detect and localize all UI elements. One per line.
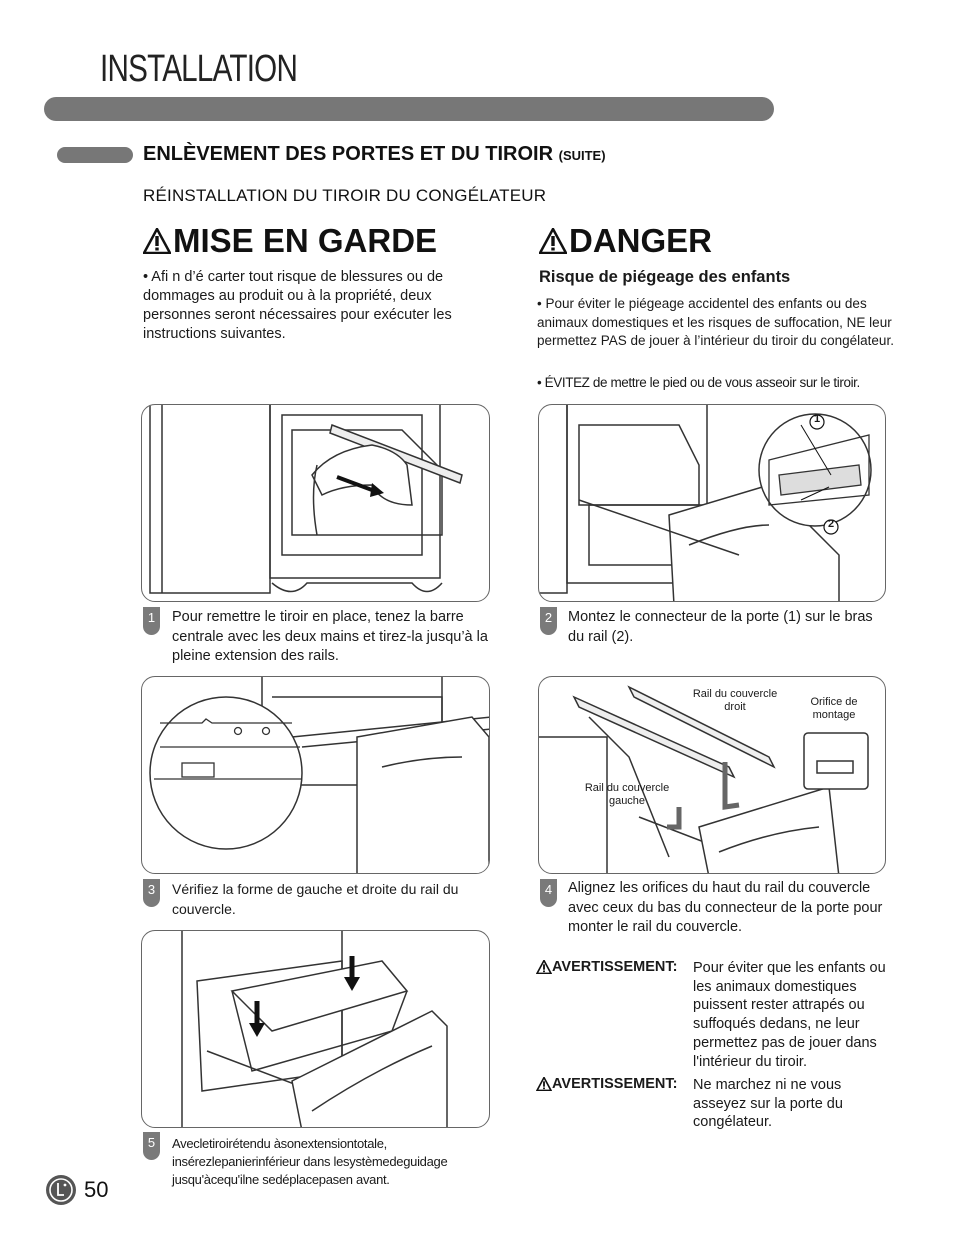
cover-rail-illustration — [539, 685, 869, 873]
warning-label-2: AVERTISSEMENT: — [536, 1076, 677, 1092]
danger-bullet-1: • Pour éviter le piégeage accidentel des… — [537, 296, 894, 348]
step-4-text: Alignez les orifices du haut du rail du … — [568, 880, 883, 935]
figure-step-1 — [141, 404, 490, 602]
danger-subheading: Risque de piégeage des enfants — [539, 268, 791, 286]
danger-heading-text: DANGER — [569, 222, 713, 259]
warning-icon — [539, 228, 567, 254]
label-mount-hole: Orifice de montage — [810, 696, 858, 721]
figure-step-2: 1 2 — [538, 404, 886, 602]
caution-heading: MISE EN GARDE — [143, 222, 437, 260]
step-4-number: 4 — [540, 879, 557, 907]
page-number: 50 — [84, 1177, 109, 1202]
figure-step-5 — [141, 930, 490, 1128]
page-title: INSTALLATION — [100, 48, 298, 90]
caution-bullet: • Afi n d’é carter tout risque de blessu… — [143, 269, 452, 342]
step-2-number: 2 — [540, 607, 557, 635]
warning-icon — [143, 228, 171, 254]
warning-label-1-text: AVERTISSEMENT: — [552, 959, 678, 975]
drawer-pull-illustration — [149, 405, 463, 594]
label-left-rail: Rail du couvercle gauche — [584, 782, 670, 807]
caution-heading-text: MISE EN GARDE — [173, 222, 438, 259]
callout-2: 2 — [827, 518, 835, 530]
warning-text-1: Pour éviter que les enfants ou les anima… — [693, 960, 886, 1070]
warning-label-1: AVERTISSEMENT: — [536, 959, 677, 975]
label-right-rail: Rail du couvercle droit — [692, 688, 778, 713]
step-1-number: 1 — [143, 607, 160, 635]
rail-shape-illustration — [149, 677, 489, 873]
section-title-text: ENLÈVEMENT DES PORTES ET DU TIROIR — [143, 143, 554, 165]
step-2-text: Montez le connecteur de la porte (1) sur… — [568, 609, 873, 645]
step-5-number: 5 — [143, 1132, 160, 1160]
header-bar — [44, 97, 774, 121]
step-3-number: 3 — [143, 879, 160, 907]
warning-label-2-text: AVERTISSEMENT: — [552, 1076, 678, 1092]
basket-insertion-illustration — [181, 931, 448, 1127]
step-3-text: Vérifiez la forme de gauche et droite du… — [172, 881, 459, 917]
figure-step-4: Rail du couvercle droit Orifice de monta… — [538, 676, 886, 874]
section-title: ENLÈVEMENT DES PORTES ET DU TIROIR (SUIT… — [143, 143, 606, 166]
subsection-title: RÉINSTALLATION DU TIROIR DU CONGÉLATEUR — [143, 186, 547, 205]
door-connector-illustration — [539, 405, 872, 601]
warning-text-2: Ne marchez ni ne vous asseyez sur la por… — [693, 1077, 843, 1131]
figure-step-3 — [141, 676, 490, 874]
step-1-text: Pour remettre le tiroir en place, tenez … — [172, 609, 488, 664]
lg-logo-icon — [46, 1175, 76, 1205]
danger-bullet-2: • ÉVITEZ de mettre le pied ou de vous as… — [537, 375, 860, 390]
warning-icon — [536, 960, 552, 974]
section-marker — [57, 147, 133, 163]
callout-1: 1 — [813, 413, 821, 425]
danger-heading: DANGER — [539, 222, 712, 260]
section-suffix: (SUITE) — [558, 148, 606, 163]
step-5-text: Avecletiroirétendu àsonextensiontotale, … — [172, 1136, 448, 1187]
warning-icon — [536, 1077, 552, 1091]
